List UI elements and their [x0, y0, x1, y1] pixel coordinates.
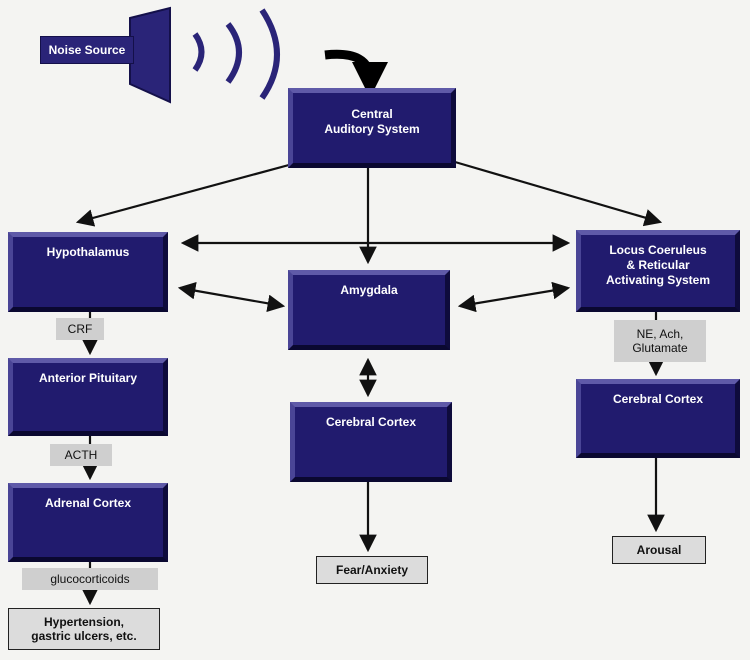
arrow-hypothalamus-amygdala [177, 281, 286, 313]
noise-source-label: Noise Source [40, 36, 134, 64]
arrow-central-locus [454, 160, 663, 227]
label-ne-ach-glutamate: NE, Ach,Glutamate [614, 320, 706, 362]
input-arrow [324, 49, 388, 98]
output-fear-anxiety: Fear/Anxiety [316, 556, 428, 584]
output-arousal: Arousal [612, 536, 706, 564]
arrow-amygdala-locus [457, 281, 571, 313]
node-cerebral-cortex-middle: Cerebral Cortex [290, 402, 452, 482]
sound-wave-icon [259, 8, 280, 100]
output-hypertension: Hypertension,gastric ulcers, etc. [8, 608, 160, 650]
label-acth: ACTH [50, 444, 112, 466]
node-adrenal-cortex: Adrenal Cortex [8, 483, 168, 562]
node-cerebral-cortex-right: Cerebral Cortex [576, 379, 740, 458]
sound-wave-icon [225, 22, 242, 84]
label-glucocorticoids: glucocorticoids [22, 568, 158, 590]
arrow-central-hypothalamus [75, 160, 301, 227]
label-crf: CRF [56, 318, 104, 340]
node-amygdala: Amygdala [288, 270, 450, 350]
node-anterior-pituitary: Anterior Pituitary [8, 358, 168, 436]
sound-wave-icon [192, 32, 205, 72]
speaker-icon [129, 6, 280, 104]
node-hypothalamus: Hypothalamus [8, 232, 168, 312]
